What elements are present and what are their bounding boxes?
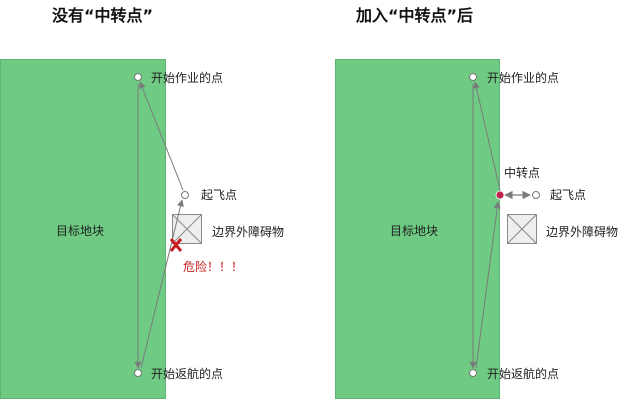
right-obstacle-box bbox=[507, 214, 537, 244]
left-panel-title: 没有“中转点” bbox=[52, 6, 154, 25]
right-start-work-label: 开始作业的点 bbox=[487, 71, 560, 85]
right-transfer-point bbox=[495, 190, 505, 200]
right-start-work-point bbox=[469, 73, 477, 81]
right-path-transfer-to-start bbox=[473, 81, 501, 191]
red-x-icon bbox=[169, 238, 183, 252]
left-field-label: 目标地块 bbox=[56, 224, 105, 238]
left-obstacle-label: 边界外障碍物 bbox=[212, 225, 285, 239]
right-return-label: 开始返航的点 bbox=[487, 367, 560, 381]
left-start-work-label: 开始作业的点 bbox=[151, 71, 224, 85]
left-return-point bbox=[134, 369, 142, 377]
left-path-takeoff-to-start bbox=[139, 81, 184, 191]
left-takeoff-label: 起飞点 bbox=[201, 188, 238, 202]
right-return-point bbox=[469, 369, 477, 377]
left-return-label: 开始返航的点 bbox=[151, 367, 224, 381]
right-obstacle-label: 边界外障碍物 bbox=[546, 225, 619, 239]
left-start-work-point bbox=[134, 73, 142, 81]
left-path-return-to-takeoff bbox=[140, 199, 184, 369]
left-danger-label: 危险！！！ bbox=[183, 260, 244, 274]
right-takeoff-label: 起飞点 bbox=[550, 188, 587, 202]
right-field-label: 目标地块 bbox=[390, 224, 439, 238]
left-takeoff-point bbox=[181, 191, 189, 199]
right-path-return-to-transfer bbox=[475, 201, 501, 369]
right-panel-title: 加入“中转点”后 bbox=[356, 6, 474, 25]
crossed-box-icon bbox=[507, 214, 537, 244]
right-transfer-label: 中转点 bbox=[504, 166, 541, 180]
right-takeoff-point bbox=[532, 191, 540, 199]
